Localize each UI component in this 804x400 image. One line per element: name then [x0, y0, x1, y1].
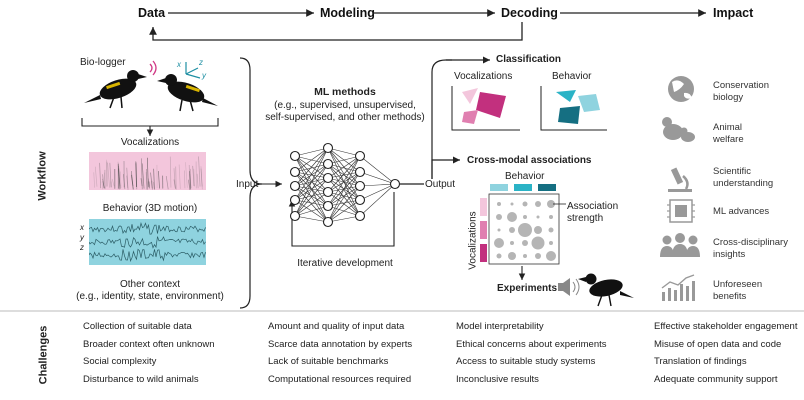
class-behavior-label: Behavior	[552, 71, 592, 82]
other-context-label: Other context (e.g., identity, state, en…	[76, 279, 224, 302]
cm-behavior-label: Behavior	[505, 171, 545, 182]
ml-methods-description: (e.g., supervised, unsupervised, self-su…	[265, 100, 425, 123]
experiments-label: Experiments	[497, 283, 558, 294]
vocalizations-label: Vocalizations	[120, 137, 180, 148]
challenges-col-modeling: Amount and quality of input data Scarce …	[268, 318, 412, 388]
list-item: Disturbance to wild animals	[83, 373, 199, 385]
motion-traces-image	[89, 219, 206, 265]
list-item: Model interpretability	[456, 321, 544, 332]
list-item: Collection of suitable data	[83, 321, 192, 332]
vocal-cluster-plot	[451, 86, 520, 131]
crow-left-icon	[84, 70, 147, 109]
crow-right-icon	[157, 74, 218, 112]
output-label: Output	[424, 179, 457, 191]
axis-z-label: z	[199, 58, 203, 67]
list-item: Adequate community support	[654, 373, 778, 385]
list-item: Effective stakeholder engagement	[654, 321, 798, 332]
challenges-col-impact: Effective stakeholder engagement Misuse …	[654, 318, 797, 388]
microscope-icon	[668, 167, 692, 192]
challenges-side-label: Challenges	[37, 325, 50, 385]
challenges-col-decoding: Model interpretability Ethical concerns …	[456, 318, 607, 388]
axis-x-label: x	[177, 60, 181, 69]
globe-icon	[668, 76, 694, 102]
list-item: Computational resources required	[268, 373, 412, 385]
stage-modeling: Modeling	[320, 6, 375, 20]
association-strength-label: Association strength	[567, 201, 619, 224]
axes-icon	[185, 62, 201, 79]
spectrogram-image	[89, 152, 206, 190]
list-item: Ethical concerns about experiments	[456, 338, 607, 350]
stage-impact: Impact	[713, 6, 754, 20]
list-item: Lack of suitable benchmarks	[268, 356, 389, 367]
crow-experiment-icon	[578, 273, 634, 307]
bio-logger-label: Bio-logger	[80, 57, 126, 68]
axis-y-label: y	[202, 71, 206, 80]
people-icon	[660, 233, 700, 257]
chart-icon	[661, 274, 695, 301]
iterative-loop-arrow	[288, 192, 395, 247]
classification-title: Classification	[496, 54, 562, 65]
behavior-3d-label: Behavior (3D motion)	[102, 203, 198, 214]
list-item: Amount and quality of input data	[268, 321, 405, 332]
behavior-cluster-plot	[540, 86, 607, 131]
animals-icon	[662, 117, 695, 142]
iterative-development-label: Iterative development	[297, 258, 393, 269]
signal-icon	[149, 60, 157, 76]
neural-network-icon	[294, 147, 396, 223]
input-label: Input	[236, 179, 259, 190]
list-item: Inconclusive results	[456, 373, 539, 385]
signal-axis-labels: x y z	[80, 223, 84, 252]
list-item: Scarce data annotation by experts	[268, 338, 413, 350]
speaker-icon	[558, 278, 570, 296]
list-item: Translation of findings	[654, 356, 747, 367]
challenges-col-data: Collection of suitable data Broader cont…	[83, 318, 215, 388]
list-item: Access to suitable study systems	[456, 356, 596, 367]
list-item: Broader context often unknown	[83, 338, 215, 350]
chip-icon	[667, 199, 695, 223]
feedback-loop-arrow	[149, 22, 523, 41]
cross-modal-title: Cross-modal associations	[467, 155, 592, 166]
stage-data: Data	[138, 6, 166, 20]
ml-methods-title: ML methods	[314, 86, 376, 98]
class-vocal-label: Vocalizations	[454, 71, 513, 82]
list-item: Misuse of open data and code	[654, 338, 782, 350]
stage-decoding: Decoding	[501, 6, 558, 20]
impact-item-ml: ML advances	[713, 206, 770, 217]
list-item: Social complexity	[83, 356, 157, 367]
